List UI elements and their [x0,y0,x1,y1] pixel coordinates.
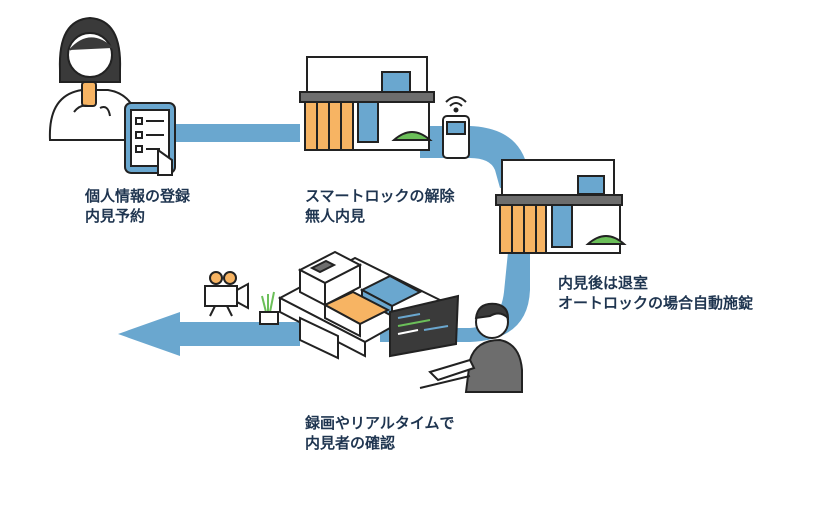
plant-icon [259,291,279,325]
step-label-registration: 個人情報の登録 内見予約 [85,186,190,226]
step-label-line: 内見予約 [85,207,146,225]
woman-with-phone-icon [48,16,142,141]
monitor-icon [389,294,460,358]
step-label-unlock: スマートロックの解除 無人内見 [305,186,455,226]
step-label-monitoring: 録画やリアルタイムで 内見者の確認 [305,413,455,453]
step-label-line: オートロックの場合自動施錠 [558,294,754,312]
wifi-icon [445,96,467,113]
operator-icon [419,302,523,393]
step-label-line: 録画やリアルタイムで [305,414,455,432]
step-label-line: 内見者の確認 [305,434,396,452]
step-label-exit: 内見後は退室 オートロックの場合自動施錠 [558,273,753,313]
house-icon [299,56,435,151]
step-label-line: 個人情報の登録 [85,187,191,205]
tablet-checklist-icon [124,102,176,176]
house-icon [495,159,627,254]
step-label-line: 無人内見 [305,207,366,225]
step-label-line: スマートロックの解除 [305,187,455,205]
step-label-line: 内見後は退室 [558,274,649,292]
smartlock-icon [442,115,470,159]
camera-icon [204,271,249,317]
room-isometric-icon [277,250,443,360]
